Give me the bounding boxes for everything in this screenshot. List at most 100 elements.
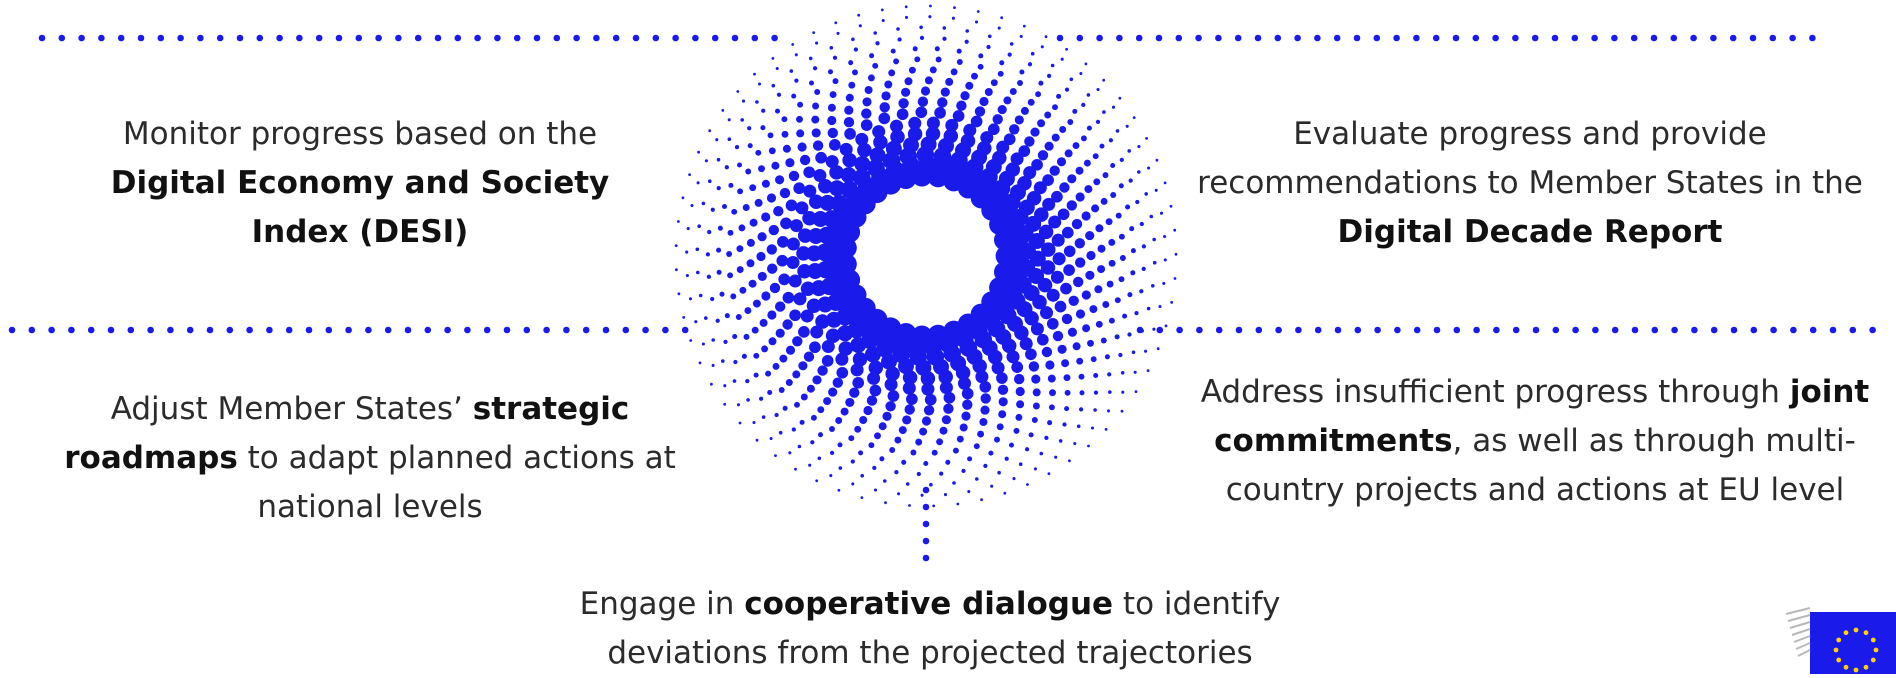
separator-dot [137, 34, 145, 42]
ring-dot [785, 199, 798, 212]
ring-dot [873, 488, 878, 492]
ring-dot [1047, 472, 1051, 476]
separator-dot [751, 34, 759, 42]
ring-dot [919, 427, 928, 436]
ring-dot [817, 296, 834, 313]
ring-dot [745, 168, 752, 175]
ring-dot [785, 379, 793, 386]
ring-dot [873, 135, 888, 150]
ring-dot [1048, 404, 1055, 411]
ring-dot [867, 371, 881, 385]
separator-dot [731, 34, 739, 42]
ring-dot [1038, 80, 1044, 86]
ring-dot [1023, 166, 1037, 180]
separator-dot [1809, 34, 1816, 42]
ring-dot [953, 6, 956, 9]
ring-dot [863, 405, 873, 416]
ring-dot [815, 314, 830, 329]
ring-dot [1110, 162, 1116, 169]
ring-dot [800, 393, 808, 401]
ring-dot [1137, 170, 1141, 174]
ring-dot [1003, 96, 1012, 105]
ring-dot [736, 403, 741, 407]
ring-dot [882, 411, 892, 421]
separator-dot [375, 34, 382, 42]
ring-dot [812, 375, 822, 385]
ring-dot [1068, 295, 1079, 306]
ring-dot [836, 31, 840, 35]
ring-dot [839, 142, 853, 156]
separator-dot [1353, 34, 1361, 42]
ring-dot [701, 342, 705, 346]
ring-dot [796, 246, 811, 261]
ring-dot [857, 142, 872, 158]
ring-dot [937, 97, 948, 108]
ring-dot [1051, 133, 1060, 142]
ring-dot [711, 363, 715, 367]
ring-dot [1052, 104, 1058, 111]
separator-dot [1472, 34, 1480, 42]
ring-dot [706, 274, 712, 279]
swoosh-line [1791, 628, 1811, 636]
ring-dot [723, 384, 727, 388]
ring-dot [1010, 152, 1024, 166]
ring-dot [986, 44, 991, 50]
ring-dot [1118, 352, 1123, 358]
ring-dot [1115, 129, 1120, 133]
ring-dot [980, 405, 990, 415]
ring-dot [973, 443, 980, 450]
ring-dot [956, 100, 967, 111]
ring-dot [840, 407, 849, 416]
ring-dot [1095, 119, 1101, 125]
ring-dot [979, 418, 988, 426]
ring-dot [757, 271, 767, 281]
ring-dot [1000, 16, 1004, 20]
separator-dot [1531, 34, 1539, 42]
ring-dot [768, 337, 777, 346]
ring-dot [957, 376, 972, 390]
ring-dot [929, 482, 933, 487]
separator-dot [167, 326, 174, 334]
ring-dot [1018, 462, 1023, 467]
ring-dot [797, 264, 812, 279]
ring-dot [1018, 145, 1031, 157]
ring-dot [782, 405, 788, 411]
ring-dot [836, 366, 849, 379]
swoosh-line [1795, 642, 1811, 650]
step-highlight: Digital Decade Report [1337, 214, 1723, 250]
ring-dot [775, 328, 785, 338]
ring-dot [812, 211, 829, 227]
ring-dot [950, 68, 958, 76]
eu-stars [1833, 627, 1879, 673]
ring-dot [1028, 233, 1045, 249]
ring-dot [965, 29, 969, 33]
ring-dot [829, 474, 833, 478]
ring-dot [767, 132, 774, 139]
ring-dot [974, 106, 986, 117]
separator-dot [681, 326, 689, 334]
ring-dot [724, 313, 730, 319]
ring-dot [1119, 255, 1126, 261]
ring-dot [928, 15, 932, 19]
ring-dot [1131, 350, 1136, 355]
ring-dot [799, 154, 811, 166]
ring-dot [1031, 158, 1043, 171]
ring-dot [821, 355, 834, 367]
ring-dot [1051, 233, 1065, 247]
ring-dot [1033, 181, 1047, 195]
step-highlight: Digital Economy and Society Index (DESI) [110, 165, 610, 250]
ring-dot [962, 399, 973, 410]
step-text: Adjust Member States’ [110, 391, 463, 427]
separator-dot [612, 34, 620, 42]
ring-dot [921, 416, 932, 426]
ring-dot [1031, 374, 1041, 384]
ring-dot [827, 115, 837, 126]
separator-dot [305, 326, 313, 334]
ring-dot [956, 48, 962, 54]
ring-dot [766, 244, 777, 255]
ring-dot [830, 194, 849, 213]
ring-dot [1104, 354, 1110, 360]
ring-dot [812, 140, 824, 151]
ring-dot [786, 237, 800, 251]
ring-dot [1125, 124, 1129, 128]
